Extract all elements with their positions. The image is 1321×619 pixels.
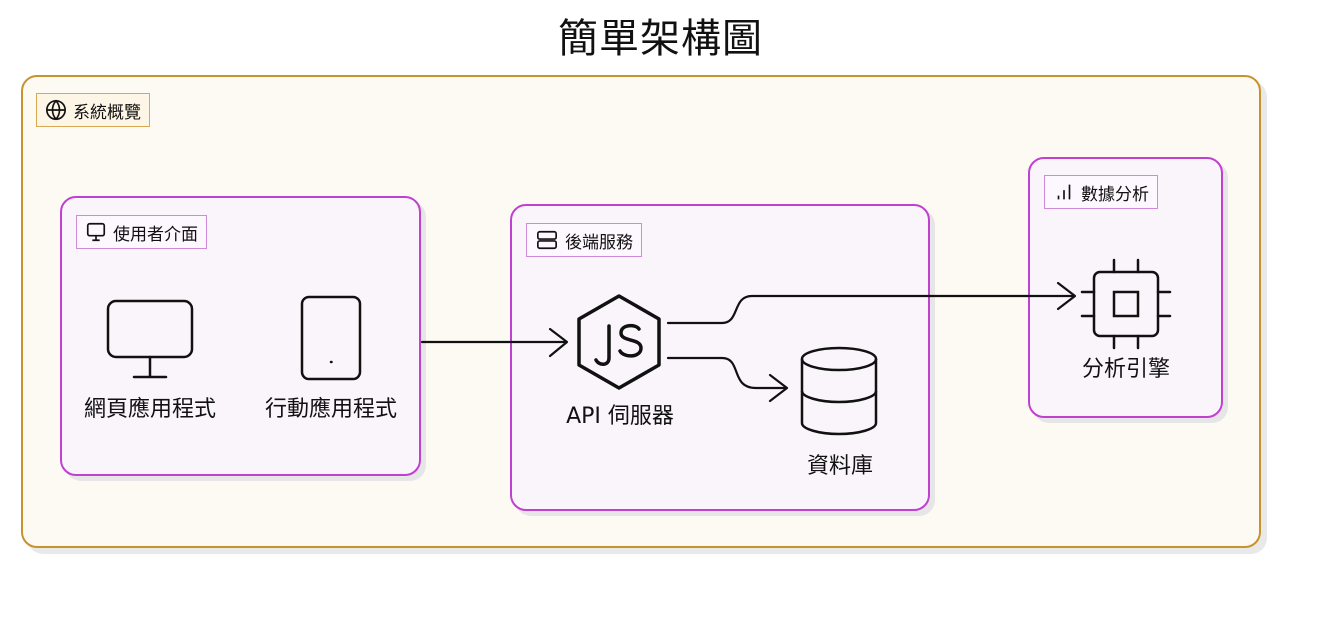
- server-icon: [537, 230, 557, 250]
- edge-api-to-analytics: [666, 294, 1075, 325]
- monitor-icon: [106, 299, 194, 379]
- monitor-icon: [86, 222, 106, 242]
- analytics-group-tag: 數據分析: [1044, 175, 1158, 209]
- mobile-app-label: 行動應用程式: [264, 397, 397, 422]
- smartphone-icon: [300, 295, 362, 381]
- backend-group-tag: 後端服務: [526, 223, 642, 257]
- bar-chart-icon: [1057, 184, 1071, 200]
- ui-group-tag: 使用者介面: [76, 215, 207, 249]
- api-server-label: API 伺服器: [566, 404, 674, 429]
- edge-api-to-database: [666, 356, 788, 390]
- arrowhead-analytics: [1056, 281, 1077, 311]
- backend-group-label: 後端服務: [565, 232, 633, 253]
- nodejs-icon: [577, 294, 661, 390]
- globe-icon: [46, 99, 66, 121]
- system-overview-tag: 系統概覽: [36, 93, 150, 127]
- database-icon: [800, 346, 878, 436]
- analytics-engine-label: 分析引擎: [1081, 357, 1170, 382]
- analytics-group-label: 數據分析: [1081, 184, 1149, 205]
- arrowhead-api: [548, 327, 569, 358]
- system-overview-label: 系統概覽: [73, 102, 141, 123]
- ui-group-label: 使用者介面: [113, 224, 198, 245]
- cpu-icon: [1080, 258, 1172, 350]
- arrowhead-database: [768, 373, 789, 403]
- diagram-title: 簡單架構圖: [558, 16, 763, 62]
- web-app-label: 網頁應用程式: [83, 397, 216, 422]
- database-label: 資料庫: [806, 454, 873, 479]
